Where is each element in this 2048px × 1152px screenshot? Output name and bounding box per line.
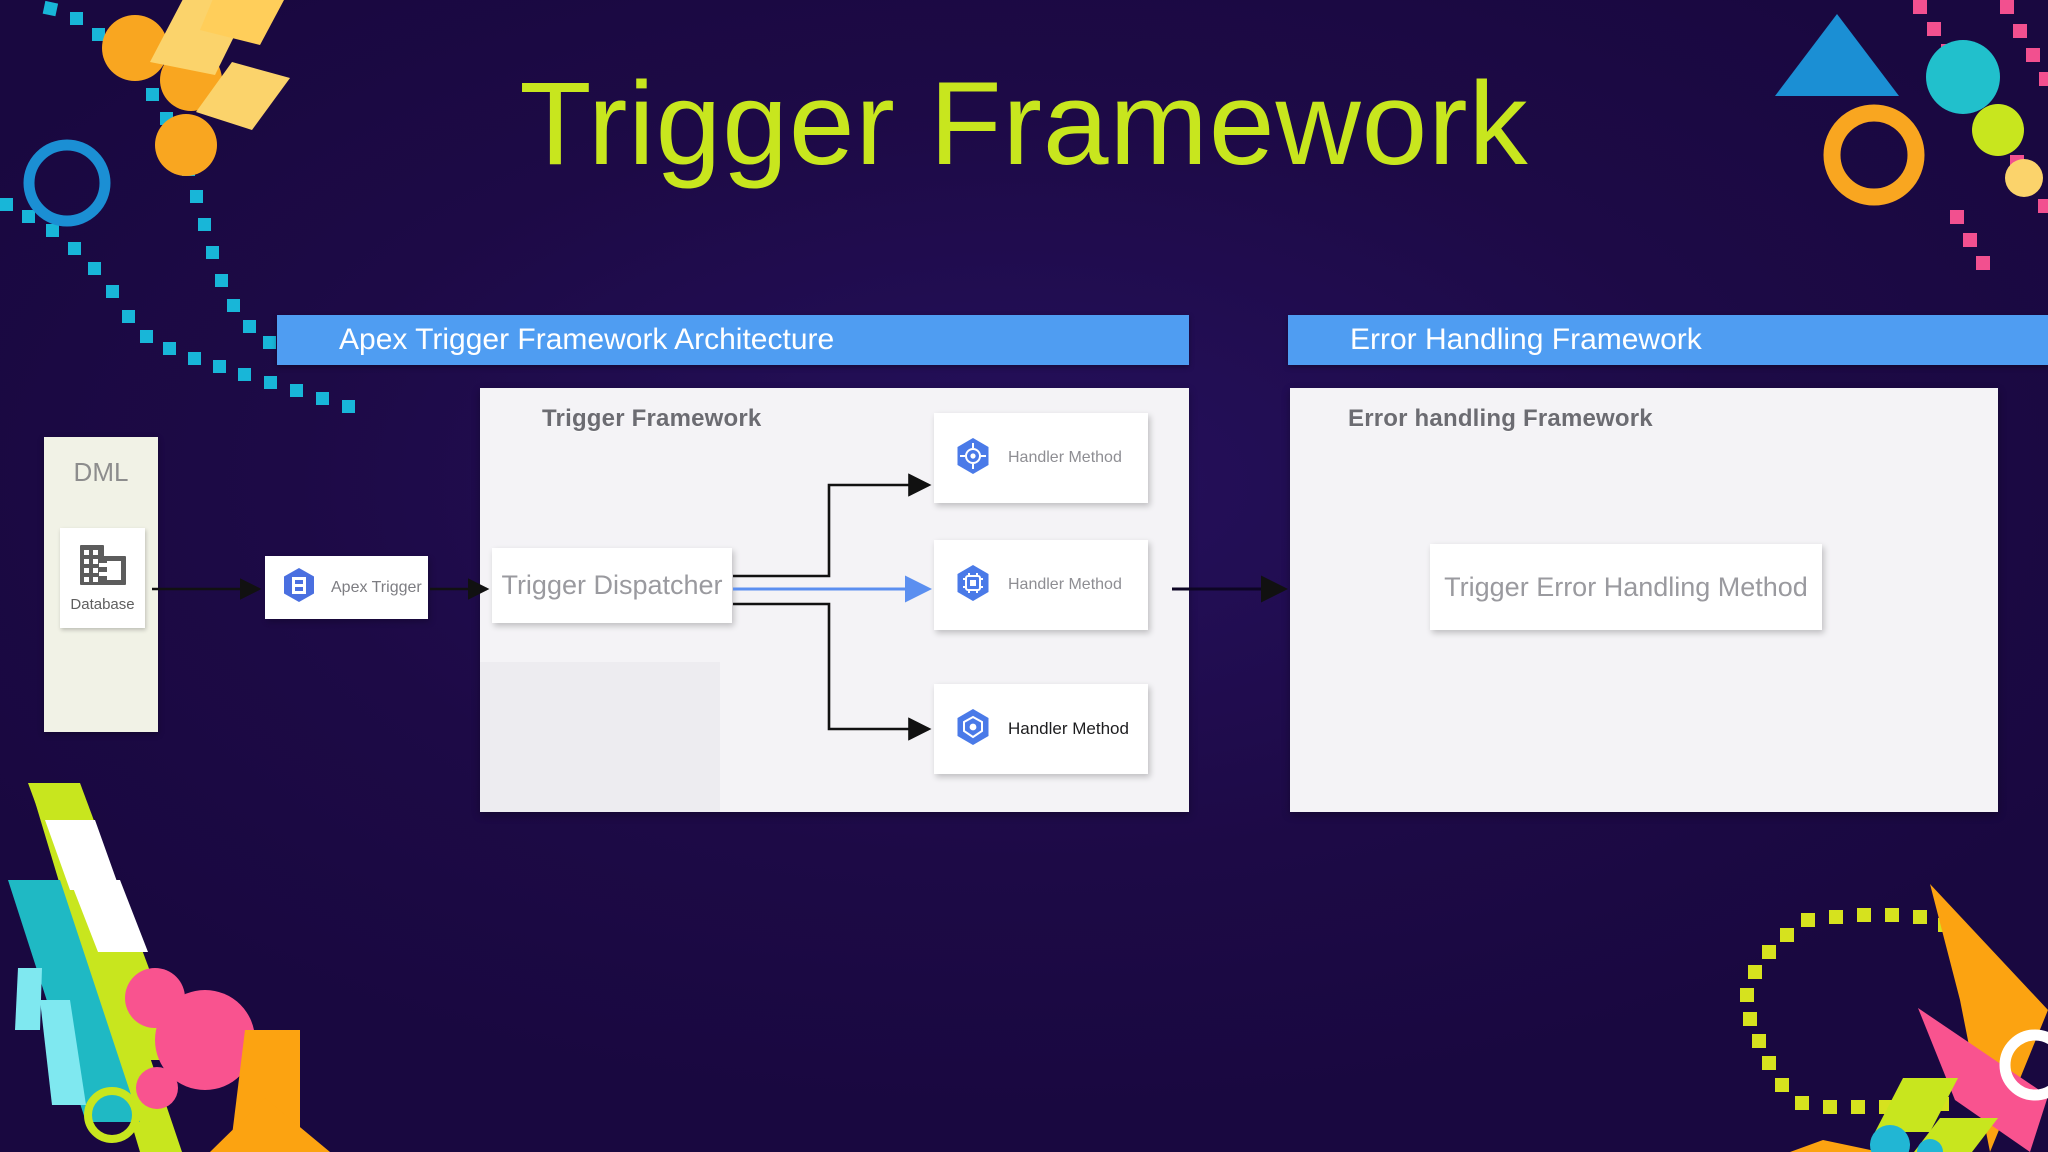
apex-trigger-label: Apex Trigger	[331, 578, 422, 596]
section-ribbon-error-handling: Error Handling Framework	[1288, 315, 2048, 365]
panel-title-error-handling: Error handling Framework	[1348, 405, 1653, 432]
node-trigger-error-handling-method[interactable]: Trigger Error Handling Method	[1430, 544, 1822, 630]
database-label: Database	[70, 596, 135, 613]
handler-method-label: Handler Method	[1008, 449, 1122, 466]
ribbon-label: Apex Trigger Framework Architecture	[339, 323, 835, 356]
shield-hex-icon	[952, 706, 994, 753]
dispatcher-label: Trigger Dispatcher	[501, 570, 723, 600]
section-ribbon-apex-architecture: Apex Trigger Framework Architecture	[277, 315, 1189, 365]
node-handler-method-1[interactable]: Handler Method	[934, 413, 1148, 503]
ribbon-label: Error Handling Framework	[1350, 323, 1702, 356]
panel-title-trigger-framework: Trigger Framework	[542, 405, 762, 432]
node-trigger-dispatcher[interactable]: Trigger Dispatcher	[492, 548, 732, 623]
handler-method-label: Handler Method	[1008, 576, 1122, 593]
node-apex-trigger[interactable]: Apex Trigger	[265, 556, 428, 619]
apex-trigger-hex-icon	[279, 565, 319, 610]
chip-hex-icon	[952, 562, 994, 609]
handler-method-label: Handler Method	[1008, 719, 1129, 738]
dml-label: DML	[73, 457, 129, 487]
database-icon	[78, 543, 128, 592]
database-node[interactable]: Database	[60, 528, 145, 628]
compass-hex-icon	[952, 435, 994, 482]
error-method-label: Trigger Error Handling Method	[1444, 571, 1808, 602]
dml-container: DML Datab	[44, 437, 158, 732]
node-handler-method-2[interactable]: Handler Method	[934, 540, 1148, 630]
node-handler-method-3[interactable]: Handler Method	[934, 684, 1148, 774]
slide-title: Trigger Framework	[519, 58, 1529, 190]
